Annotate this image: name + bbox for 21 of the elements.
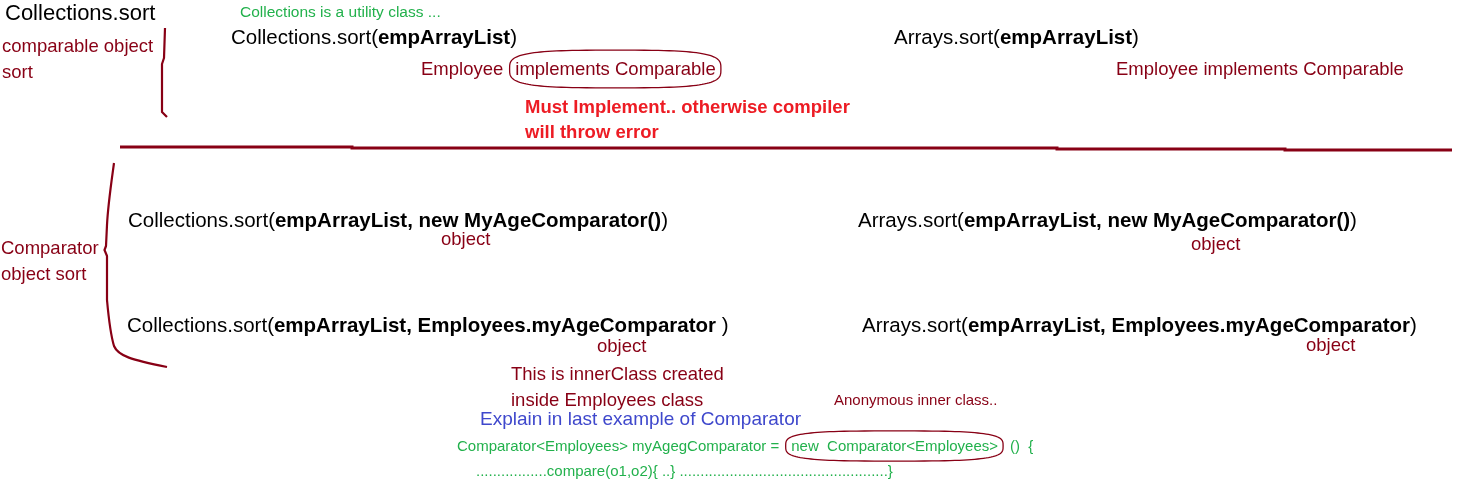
code-snippet: Arrays.sort(empArrayList, Employees.myAgeComparator)	[862, 313, 1417, 337]
annotation-text: object	[1191, 233, 1241, 255]
code-snippet: Arrays.sort(empArrayList)	[894, 25, 1139, 49]
code-snippet: Collections.sort(empArrayList)	[231, 25, 517, 49]
code-snippet: new Comparator<Employees>	[791, 437, 999, 455]
annotation-text: implements Comparable	[515, 58, 716, 80]
warning-text: Must Implement.. otherwise compiler will throw error	[525, 95, 851, 144]
annotation-text: comparable object sort	[2, 34, 155, 84]
annotation-text: Anonymous inner class..	[834, 391, 998, 409]
annotation-text: Employee	[421, 58, 504, 80]
annotation-text: Employee implements Comparable	[1116, 58, 1404, 80]
annotation-text: This is innerClass created inside Employees class	[511, 362, 725, 412]
code-snippet: () {	[1010, 437, 1034, 455]
title: Collections.sort	[5, 0, 156, 26]
annotation-text: Comparator object sort	[1, 236, 100, 286]
code-snippet: .................compare(o1,o2){ ..} ..................................................}	[476, 462, 893, 480]
code-snippet: Comparator<Employees> myAgegComparator =	[457, 437, 780, 455]
annotation-text: object	[597, 335, 647, 357]
annotation-text: Collections is a utility class ...	[240, 3, 441, 21]
code-snippet: Arrays.sort(empArrayList, new MyAgeComparator())	[858, 208, 1357, 232]
code-snippet: Collections.sort(empArrayList, Employees.myAgeComparator )	[127, 313, 729, 337]
